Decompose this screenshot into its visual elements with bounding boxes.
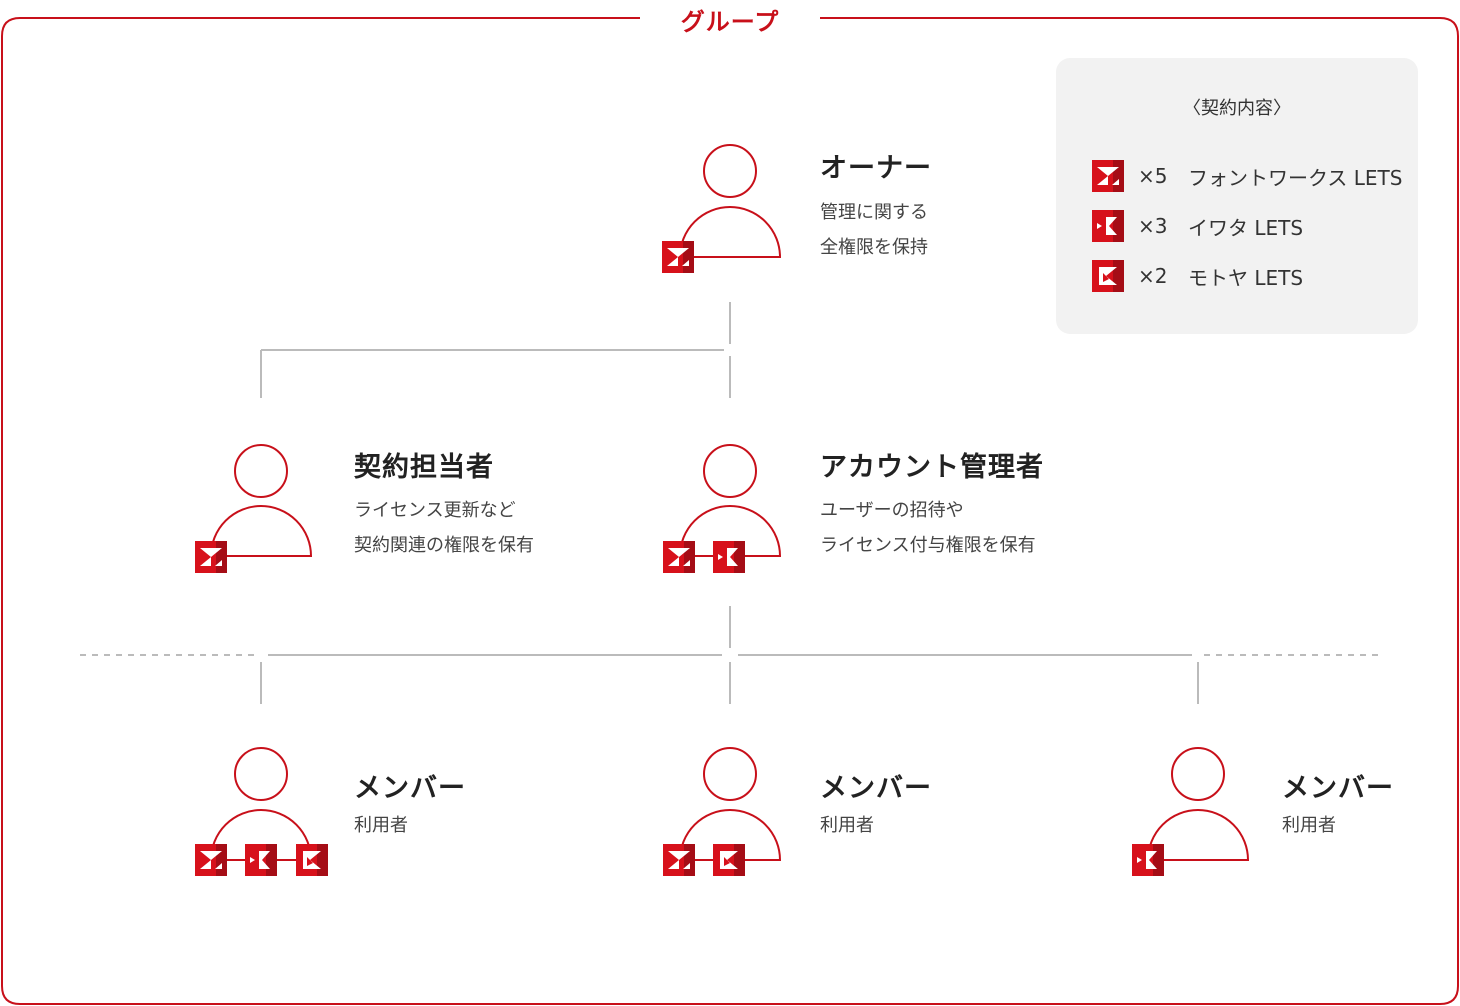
owner-desc-line2: 全権限を保持 xyxy=(820,237,928,258)
legend-name: フォントワークス LETS xyxy=(1188,165,1403,190)
legend-count: ×5 xyxy=(1138,164,1168,188)
member3-title: メンバー xyxy=(1282,773,1394,804)
legend-name: モトヤ LETS xyxy=(1188,265,1304,290)
account-admin-desc: ユーザーの招待や ライセンス付与権限を保有 xyxy=(820,493,1036,563)
legend-item-iwata: ×3 イワタ LETS xyxy=(1092,210,1303,242)
legend-name: イワタ LETS xyxy=(1188,215,1304,240)
contract-legend: 〈契約内容〉 ×5 フォントワークス LETS ×3 イワタ LETS ×2 モ… xyxy=(1056,58,1418,334)
member2-title: メンバー xyxy=(820,773,932,804)
legend-count: ×3 xyxy=(1138,214,1168,238)
contract-desc: ライセンス更新など 契約関連の権限を保有 xyxy=(354,493,534,563)
legend-item-motoya: ×2 モトヤ LETS xyxy=(1092,260,1303,292)
contract-desc-line2: 契約関連の権限を保有 xyxy=(354,535,534,556)
owner-title: オーナー xyxy=(820,153,932,184)
contract-title: 契約担当者 xyxy=(354,452,494,483)
legend-count: ×2 xyxy=(1138,264,1168,288)
fontworks-license-icon xyxy=(1092,160,1124,192)
member1-desc: 利用者 xyxy=(354,815,408,836)
member1-title: メンバー xyxy=(354,773,466,804)
account-admin-title: アカウント管理者 xyxy=(820,452,1044,483)
owner-desc: 管理に関する 全権限を保持 xyxy=(820,195,928,265)
motoya-license-icon xyxy=(1092,260,1124,292)
legend-title: 〈契約内容〉 xyxy=(1183,98,1291,119)
contract-desc-line1: ライセンス更新など xyxy=(354,500,516,521)
account-admin-desc-line2: ライセンス付与権限を保有 xyxy=(820,535,1036,556)
owner-desc-line1: 管理に関する xyxy=(820,202,928,223)
member2-desc: 利用者 xyxy=(820,815,874,836)
legend-item-fontworks: ×5 フォントワークス LETS xyxy=(1092,160,1402,192)
group-title: グループ xyxy=(640,2,820,37)
member3-desc: 利用者 xyxy=(1282,815,1336,836)
account-admin-desc-line1: ユーザーの招待や xyxy=(820,500,964,521)
iwata-license-icon xyxy=(1092,210,1124,242)
